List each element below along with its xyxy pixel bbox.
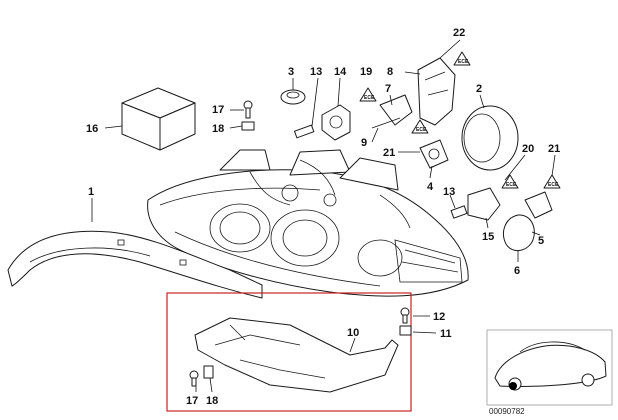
callout-14: 14: [334, 66, 347, 78]
callout-4: 4: [427, 181, 434, 193]
thumb-marker: [509, 382, 517, 390]
callout-2: 2: [476, 83, 482, 95]
callouts: 1 16 17 18 3 13 14 19 8 7 22 2 9 21 4 20…: [86, 27, 560, 407]
callout-8: 8: [387, 66, 393, 78]
warning-triangle-icon: ECE: [501, 174, 519, 189]
box-part-16: [121, 87, 196, 151]
callout-16: 16: [86, 123, 98, 135]
callout-13-b: 13: [443, 186, 455, 198]
bulb-part-4: [419, 139, 449, 169]
nut-part-18-bottom: [203, 365, 214, 379]
bracket-part-8: [417, 57, 456, 126]
trim-strip-part-1: [7, 230, 263, 299]
warning-triangle-icon: ECE: [543, 174, 561, 189]
callout-21-b: 21: [548, 143, 560, 155]
bulb-part-5: [503, 191, 553, 251]
socket-part-15: [450, 187, 501, 221]
svg-text:ECE: ECE: [416, 127, 427, 133]
callout-21: 21: [383, 147, 395, 159]
callout-22: 22: [453, 27, 465, 39]
callout-7: 7: [385, 83, 391, 95]
svg-text:ECE: ECE: [364, 95, 375, 101]
screw-part-17-bottom: [189, 370, 199, 387]
inset-frame: [166, 292, 412, 412]
callout-5: 5: [538, 235, 544, 247]
callout-9: 9: [361, 137, 367, 149]
callout-18: 18: [212, 123, 224, 135]
socket-part-14: [321, 104, 351, 141]
screw-part-12: [400, 307, 410, 324]
callout-15: 15: [482, 231, 494, 243]
callout-1: 1: [88, 186, 94, 198]
svg-text:ECE: ECE: [548, 182, 559, 188]
callout-6: 6: [514, 265, 520, 277]
callout-10: 10: [347, 327, 359, 339]
warning-triangle-icon: ECE: [453, 51, 471, 66]
screw-part-17: [243, 100, 253, 119]
thumbnail-code: 00090782: [489, 407, 525, 416]
lamp-cap-part-2: [461, 105, 519, 171]
cap-part-3: [280, 89, 306, 105]
clip-part-11: [399, 325, 412, 336]
callout-11: 11: [440, 328, 452, 340]
callout-18-b: 18: [206, 395, 218, 407]
nut-part-18: [241, 121, 255, 131]
bulb-holder-part-7: [371, 94, 413, 129]
callout-13: 13: [310, 66, 322, 78]
headlight-housing: [147, 149, 469, 297]
callout-17: 17: [212, 104, 224, 116]
svg-text:ECE: ECE: [506, 182, 517, 188]
svg-text:ECE: ECE: [458, 59, 469, 65]
lower-cover-part-10: [194, 317, 399, 393]
warning-triangle-icon: ECE: [411, 119, 429, 134]
callout-3: 3: [288, 66, 294, 78]
bulb-part-13-top: [294, 124, 315, 139]
callout-17-b: 17: [186, 395, 198, 407]
callout-12: 12: [433, 311, 445, 323]
warning-triangle-icon: ECE: [359, 87, 377, 102]
leader-lines: [91, 39, 556, 393]
callout-19: 19: [360, 66, 372, 78]
car-thumbnail-icon: 00090782: [486, 329, 613, 416]
callout-20: 20: [522, 143, 534, 155]
